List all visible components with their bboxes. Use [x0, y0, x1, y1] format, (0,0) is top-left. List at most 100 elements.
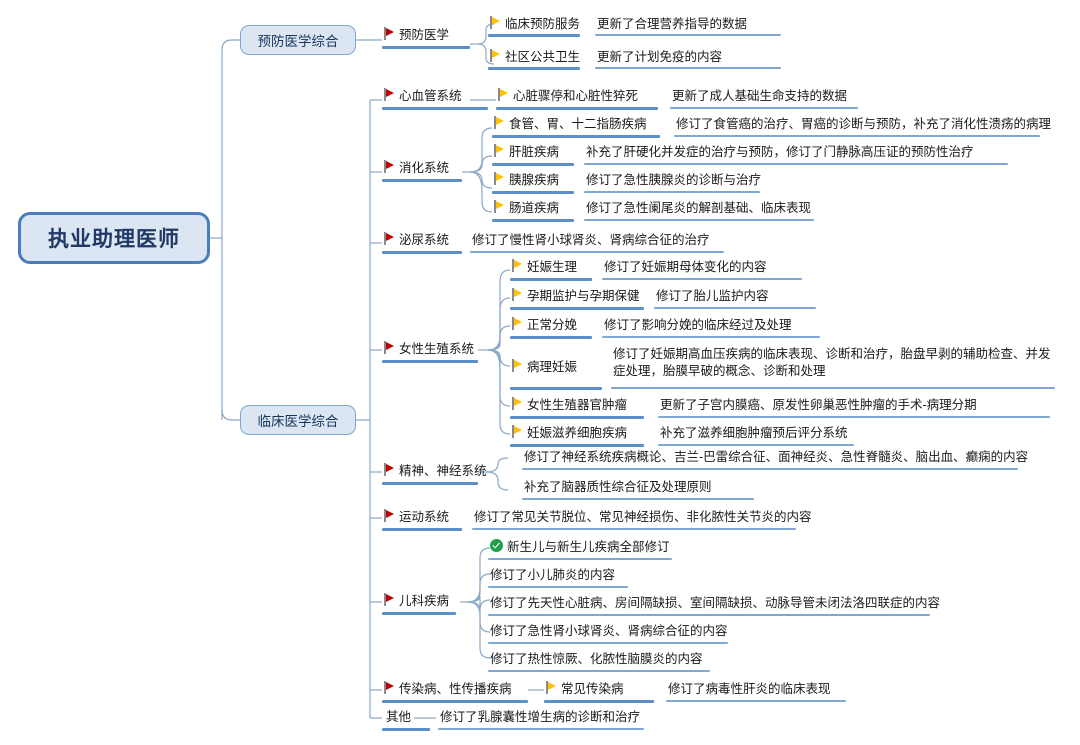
topic-pediatric[interactable]: 儿科疾病: [384, 592, 449, 611]
note-underline: [470, 251, 724, 253]
topic-preventive-medicine[interactable]: 预防医学: [384, 26, 449, 45]
topic-urinary[interactable]: 泌尿系统: [384, 231, 449, 250]
note-underline: [488, 558, 672, 560]
note-neuro-revision: 修订了神经系统疾病概论、吉兰-巴雷综合征、面神经炎、急性脊髓炎、脑出血、癫痫的内…: [524, 449, 1029, 464]
yellow-flag-icon: [494, 116, 505, 129]
note-pediatric-pneumonia: 修订了小儿肺炎的内容: [490, 567, 616, 582]
item-underline: [496, 107, 658, 110]
note-underline: [602, 278, 802, 280]
yellow-flag-icon: [512, 288, 523, 301]
item-esophagus-stomach-duodenum[interactable]: 食管、胃、十二指肠疾病: [494, 115, 647, 134]
topic-underline: [382, 360, 478, 363]
note-cardiac-arrest: 更新了成人基础生命支持的数据: [672, 88, 848, 103]
note-intestinal-disease: 修订了急性阑尾炎的解剖基础、临床表现: [586, 200, 812, 215]
topic-underline: [382, 251, 462, 254]
note-acute-glomerulonephritis: 修订了急性肾小球肾炎、肾病综合征的内容: [490, 623, 728, 638]
branch-node-clinical[interactable]: 临床医学综合: [240, 405, 356, 435]
item-prenatal-care[interactable]: 孕期监护与孕期保健: [512, 287, 640, 306]
item-intestinal-disease[interactable]: 肠道疾病: [494, 199, 559, 218]
item-liver-disease[interactable]: 肝脏疾病: [494, 143, 559, 162]
note-pancreas-disease: 修订了急性胰腺炎的诊断与治疗: [586, 172, 762, 187]
topic-underline: [382, 179, 462, 182]
yellow-flag-icon: [546, 681, 557, 694]
note-underline: [522, 468, 1018, 470]
item-community-health[interactable]: 社区公共卫生: [490, 48, 580, 67]
topic-other[interactable]: 其他: [386, 709, 412, 724]
yellow-flag-icon: [512, 259, 523, 272]
item-underline: [510, 307, 644, 310]
note-normal-delivery: 修订了影响分娩的临床经过及处理: [604, 317, 792, 332]
topic-underline: [382, 728, 430, 731]
note-clinical-prevention-service: 更新了合理营养指导的数据: [597, 16, 748, 31]
note-underline: [674, 135, 1040, 137]
note-underline: [522, 498, 754, 500]
note-underline: [658, 416, 1050, 418]
branch-node-preventive[interactable]: 预防医学综合: [240, 25, 356, 55]
note-prenatal-care: 修订了胎儿监护内容: [656, 288, 769, 303]
topic-underline: [382, 482, 478, 485]
red-flag-icon: [384, 509, 395, 522]
red-flag-icon: [384, 593, 395, 606]
topic-psychiatric-neuro[interactable]: 精神、神经系统: [384, 462, 487, 481]
item-underline: [510, 336, 592, 339]
yellow-flag-icon: [498, 88, 509, 101]
topic-underline: [382, 107, 488, 110]
note-underline: [488, 586, 628, 588]
yellow-flag-icon: [494, 200, 505, 213]
note-underline: [602, 336, 820, 338]
item-pathological-pregnancy[interactable]: 病理妊娠: [512, 358, 577, 377]
note-newborn-all-revised: 新生儿与新生儿疾病全部修订: [490, 538, 670, 557]
yellow-flag-icon: [512, 397, 523, 410]
topic-cardiovascular[interactable]: 心血管系统: [384, 87, 462, 106]
item-underline: [492, 219, 574, 222]
note-underline: [584, 191, 760, 193]
item-pancreas-disease[interactable]: 胰腺疾病: [494, 171, 559, 190]
red-flag-icon: [384, 160, 395, 173]
red-flag-icon: [384, 232, 395, 245]
red-flag-icon: [384, 341, 395, 354]
note-underline: [584, 163, 1008, 165]
red-flag-icon: [384, 463, 395, 476]
note-organic-brain-syndrome: 补充了脑器质性综合征及处理原则: [524, 479, 712, 494]
item-underline: [510, 416, 644, 419]
yellow-flag-icon: [512, 425, 523, 438]
note-underline: [658, 444, 854, 446]
note-underline: [584, 219, 814, 221]
item-underline: [488, 67, 580, 70]
item-underline: [492, 191, 574, 194]
item-common-infectious[interactable]: 常见传染病: [546, 680, 624, 699]
item-pregnancy-physiology[interactable]: 妊娠生理: [512, 258, 577, 277]
note-underline: [670, 107, 858, 109]
topic-underline: [382, 46, 470, 49]
branch-label: 预防医学综合: [257, 34, 339, 49]
item-underline: [510, 278, 592, 281]
item-normal-delivery[interactable]: 正常分娩: [512, 316, 577, 335]
yellow-flag-icon: [490, 16, 501, 29]
note-urinary: 修订了慢性肾小球肾炎、肾病综合征的治疗: [472, 232, 710, 247]
item-female-genital-tumor[interactable]: 女性生殖器官肿瘤: [512, 396, 627, 415]
topic-female-reproductive[interactable]: 女性生殖系统: [384, 340, 474, 359]
red-flag-icon: [384, 27, 395, 40]
branch-label: 临床医学综合: [257, 414, 339, 429]
note-pregnancy-physiology: 修订了妊娠期母体变化的内容: [604, 259, 767, 274]
green-check-icon: [490, 539, 503, 552]
root-node[interactable]: 执业助理医师: [18, 212, 210, 264]
topic-underline: [382, 528, 462, 531]
note-underline: [595, 67, 781, 69]
note-community-health: 更新了计划免疫的内容: [597, 49, 723, 64]
item-underline: [510, 444, 644, 447]
yellow-flag-icon: [494, 144, 505, 157]
note-underline: [654, 307, 816, 309]
topic-digestive[interactable]: 消化系统: [384, 159, 449, 178]
yellow-flag-icon: [512, 317, 523, 330]
note-underline: [488, 642, 728, 644]
item-clinical-prevention-service[interactable]: 临床预防服务: [490, 15, 580, 34]
topic-motor-system[interactable]: 运动系统: [384, 508, 449, 527]
yellow-flag-icon: [512, 359, 523, 372]
item-cardiac-arrest[interactable]: 心脏骤停和心脏性猝死: [498, 87, 638, 106]
item-underline: [544, 700, 654, 703]
item-gestational-trophoblastic[interactable]: 妊娠滋养细胞疾病: [512, 424, 627, 443]
topic-infectious-std[interactable]: 传染病、性传播疾病: [384, 680, 512, 699]
note-underline: [438, 728, 644, 730]
